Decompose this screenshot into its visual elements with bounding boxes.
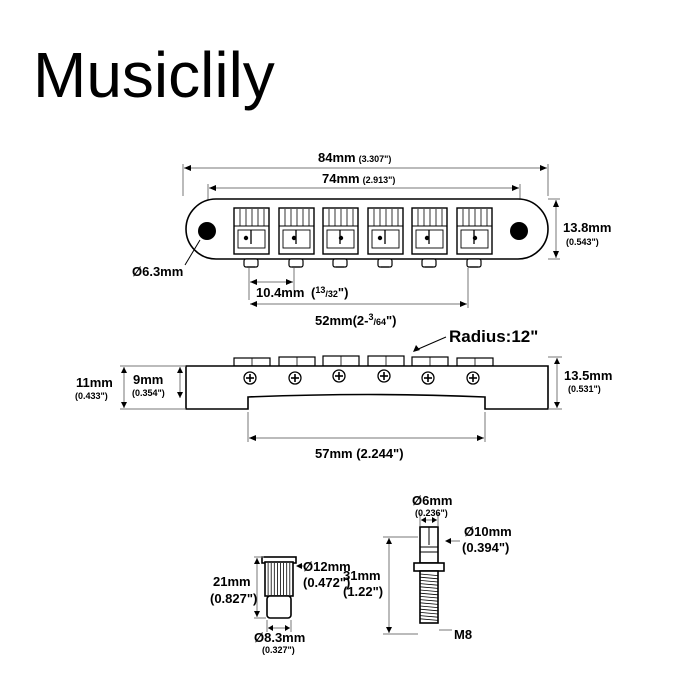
side-screw-1 bbox=[243, 371, 257, 385]
screw-head-mm-label: Ø10mm bbox=[464, 524, 512, 539]
stud-head-mm-label: Ø12mm bbox=[303, 559, 351, 574]
saddle-6 bbox=[456, 207, 493, 255]
post-hole-label: Ø6.3mm bbox=[132, 264, 183, 279]
dim-line-13-5mm bbox=[554, 358, 560, 408]
screw-collar bbox=[413, 562, 445, 572]
string-spacing-label: 10.4mm (13/32") bbox=[256, 285, 348, 300]
dim-line-57mm bbox=[249, 435, 484, 441]
saddle-screw-2 bbox=[288, 258, 304, 268]
side-saddle-5 bbox=[411, 356, 449, 367]
screw-length-in-label: (1.22") bbox=[343, 584, 383, 599]
saddle-screw-4 bbox=[377, 258, 393, 268]
stud-knurl-lines bbox=[267, 563, 291, 595]
dim-line-11mm bbox=[121, 367, 127, 408]
saddle-screw-3 bbox=[332, 258, 348, 268]
saddle-3 bbox=[322, 207, 359, 255]
stud-height-in-label: (0.827") bbox=[210, 591, 257, 606]
side-screw-5 bbox=[421, 371, 435, 385]
stud-head-in-label: (0.472") bbox=[303, 575, 350, 590]
dim-line-6mm bbox=[421, 517, 437, 523]
post-hole-right bbox=[510, 222, 528, 240]
screw-shaft-mm-label: Ø6mm bbox=[412, 493, 452, 508]
left-inner-mm-label: 9mm bbox=[133, 372, 163, 387]
saddle-screw-6 bbox=[466, 258, 482, 268]
dim-line-84mm bbox=[184, 165, 547, 171]
post-spacing-label: 74mm(2.913") bbox=[322, 171, 395, 186]
base-length-label: 57mm (2.244") bbox=[315, 446, 404, 461]
side-screw-4 bbox=[377, 369, 391, 383]
screw-head-in-label: (0.394") bbox=[462, 540, 509, 555]
right-height-mm-label: 13.5mm bbox=[564, 368, 612, 383]
dim-line-74mm bbox=[209, 185, 519, 191]
brand-title: Musiclily bbox=[33, 39, 275, 111]
screw-thread-lines bbox=[419, 573, 439, 621]
dim-line-9mm bbox=[177, 367, 183, 398]
saddle-screw-1 bbox=[243, 258, 259, 268]
side-saddle-3 bbox=[322, 355, 360, 367]
bridge-body-side bbox=[185, 365, 549, 410]
saddle-2 bbox=[278, 207, 315, 255]
saddle-5 bbox=[411, 207, 448, 255]
post-screw: Ø6mm (0.236") Ø10mm (0.394") 31mm (1.22"… bbox=[343, 493, 512, 642]
dim-line-8-3mm bbox=[268, 625, 290, 631]
left-inner-in-label: (0.354") bbox=[132, 388, 165, 398]
side-saddle-6 bbox=[456, 357, 494, 367]
saddle-4 bbox=[367, 207, 404, 255]
dim-line-52mm bbox=[250, 301, 467, 307]
radius-label: Radius:12" bbox=[449, 327, 538, 346]
stud-height-mm-label: 21mm bbox=[213, 574, 251, 589]
stud-knurled-body bbox=[264, 561, 294, 597]
stud-base-mm-label: Ø8.3mm bbox=[254, 630, 305, 645]
height-mm-label: 13.8mm bbox=[563, 220, 611, 235]
screw-length-mm-label: 31mm bbox=[343, 568, 381, 583]
side-screw-2 bbox=[288, 371, 302, 385]
side-saddle-group bbox=[233, 355, 494, 367]
stud-base-in-label: (0.327") bbox=[262, 645, 295, 655]
side-screw-6 bbox=[466, 371, 480, 385]
string-span-label: 52mm(2-3/64") bbox=[315, 312, 397, 328]
dim-line-10-4mm bbox=[250, 279, 293, 285]
thread-label: M8 bbox=[454, 627, 472, 642]
side-saddle-4 bbox=[367, 355, 405, 367]
left-outer-in-label: (0.433") bbox=[75, 391, 108, 401]
post-hole-left bbox=[198, 222, 216, 240]
anchor-stud: 21mm (0.827") Ø12mm (0.472") Ø8.3mm (0.3… bbox=[210, 556, 351, 655]
saddle-screw-group bbox=[243, 258, 482, 268]
saddle-1 bbox=[233, 207, 270, 255]
saddle-screw-5 bbox=[421, 258, 437, 268]
side-screw-3 bbox=[332, 369, 346, 383]
side-saddle-2 bbox=[278, 356, 316, 367]
right-height-in-label: (0.531") bbox=[568, 384, 601, 394]
stud-base bbox=[266, 595, 292, 619]
overall-length-label: 84mm(3.307") bbox=[318, 150, 391, 165]
screw-shaft-in-label: (0.236") bbox=[415, 508, 448, 518]
dim-line-31mm bbox=[386, 538, 392, 633]
height-in-label: (0.543") bbox=[566, 237, 599, 247]
left-outer-mm-label: 11mm bbox=[76, 375, 113, 390]
bridge-side-view: Radius:12" 11mm (0.433") 9mm (0.354") bbox=[75, 327, 612, 461]
bridge-top-view: 13.8mm (0.543") Ø6.3mm 10.4mm (13/32") 5… bbox=[132, 150, 611, 328]
saddle-group bbox=[233, 207, 493, 255]
dim-line-21mm bbox=[254, 558, 260, 617]
dim-line-13-8mm bbox=[553, 200, 559, 258]
side-saddle-1 bbox=[233, 357, 271, 367]
side-screw-group bbox=[243, 369, 480, 385]
